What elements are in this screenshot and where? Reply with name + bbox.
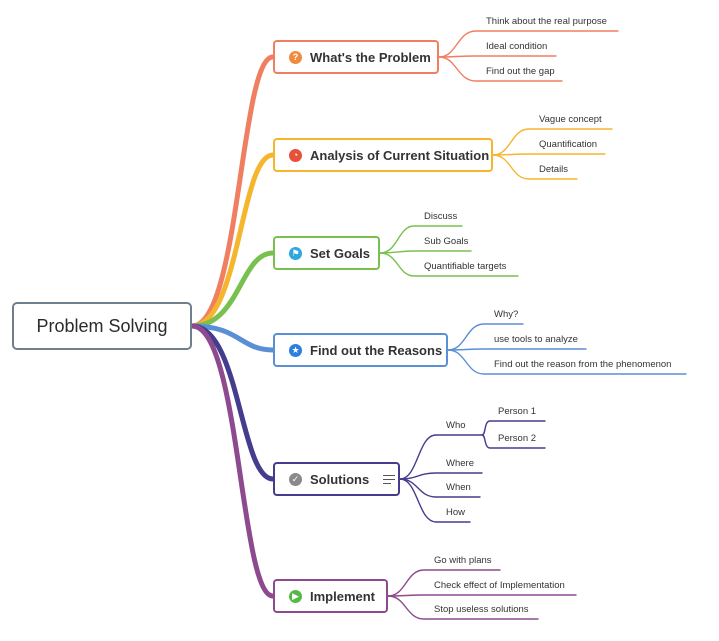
sub-subtopic[interactable]: Person 2 [498, 433, 537, 444]
topic-label: Analysis of Current Situation [310, 147, 490, 163]
sub-branch [447, 349, 687, 375]
topic-label: Solutions [310, 471, 370, 487]
topic-label: What's the Problem [310, 49, 431, 65]
subtopic[interactable]: When [446, 482, 471, 493]
topic-implement[interactable]: ▶ Implement [273, 579, 388, 613]
central-topic-label: Problem Solving [36, 315, 168, 336]
sub-branch [399, 472, 483, 480]
subtopic[interactable]: Ideal condition [486, 41, 548, 52]
subtopic[interactable]: Why? [494, 309, 519, 320]
main-branch [189, 323, 276, 353]
topic-solutions[interactable]: ✓ Solutions [273, 462, 400, 496]
main-branch [189, 323, 276, 482]
subtopic[interactable]: Details [539, 164, 569, 175]
sub-branch [379, 225, 463, 254]
subtopic[interactable]: Stop useless solutions [434, 604, 529, 615]
sub-branch [447, 323, 524, 351]
sub-branch [387, 594, 577, 597]
sub-branch [387, 595, 539, 620]
subtopic[interactable]: Find out the reason from the phenomenon [494, 359, 672, 370]
subtopic[interactable]: How [446, 507, 466, 518]
topic-label: Set Goals [310, 245, 370, 261]
topic-whats-the-problem[interactable]: ? What's the Problem [273, 40, 439, 74]
sub-branch [438, 55, 557, 58]
sub-branch [399, 434, 483, 480]
main-branch [189, 152, 276, 329]
notes-icon[interactable] [383, 474, 396, 484]
flag-circle-icon: ⚑ [289, 246, 302, 260]
subtopic[interactable]: Quantifiable targets [424, 261, 507, 272]
sub-subtopic[interactable]: Person 1 [498, 406, 537, 417]
topic-analysis-of-current-situation[interactable]: ◔ Analysis of Current Situation [273, 138, 493, 172]
sub-branch [492, 128, 613, 156]
sub-branch [379, 250, 472, 254]
topic-find-out-the-reasons[interactable]: ★ Find out the Reasons [273, 333, 448, 367]
topic-label: Find out the Reasons [310, 342, 443, 358]
sub-branch [492, 153, 606, 156]
sub-branch [399, 478, 471, 523]
sub-sub-branch [481, 434, 546, 449]
subtopic[interactable]: Quantification [539, 139, 598, 150]
subtopic[interactable]: Find out the gap [486, 66, 555, 77]
topic-set-goals[interactable]: ⚑ Set Goals [273, 236, 380, 270]
check-circle-icon: ✓ [289, 472, 302, 486]
subtopic[interactable]: Think about the real purpose [486, 16, 607, 27]
sub-branch [492, 154, 578, 180]
sub-branch [387, 569, 501, 597]
subtopic[interactable]: Where [446, 458, 474, 469]
subtopic[interactable]: Sub Goals [424, 236, 469, 247]
main-branch [189, 323, 276, 599]
subtopic[interactable]: Vague concept [539, 114, 602, 125]
star-circle-icon: ★ [289, 343, 302, 357]
sub-branch [438, 56, 563, 82]
sub-branch [438, 30, 619, 58]
subtopic[interactable]: use tools to analyze [494, 334, 578, 345]
subtopic[interactable]: Check effect of Implementation [434, 580, 565, 591]
play-circle-icon: ▶ [289, 589, 302, 603]
subtopic[interactable]: Discuss [424, 211, 458, 222]
sub-sub-branch [481, 420, 546, 436]
question-circle-icon: ? [289, 50, 302, 64]
central-topic[interactable]: Problem Solving [12, 302, 192, 350]
topic-label: Implement [310, 588, 376, 604]
main-branch [189, 250, 276, 329]
clock-circle-icon: ◔ [289, 148, 302, 162]
subtopic[interactable]: Go with plans [434, 555, 492, 566]
sub-branch [379, 252, 519, 277]
subtopic[interactable]: Who [446, 420, 466, 431]
main-branch [189, 54, 276, 329]
sub-branch [447, 348, 587, 351]
